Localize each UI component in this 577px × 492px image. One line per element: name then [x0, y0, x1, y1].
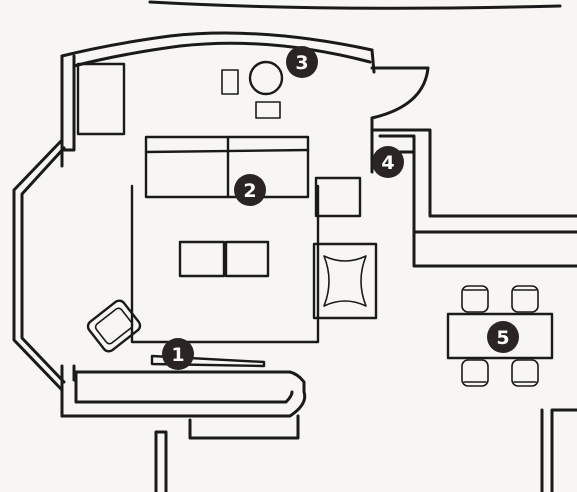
small-box	[221, 69, 239, 95]
walls	[12, 0, 577, 492]
right-wall	[370, 116, 577, 218]
top-wall-fragment	[148, 0, 562, 10]
living-top-wall-inner	[72, 41, 372, 68]
right-wall-inner	[378, 134, 577, 268]
chair-bottom-left	[461, 359, 489, 387]
door-swing	[370, 66, 430, 120]
bottom-passage	[154, 430, 168, 492]
right-wall-post	[398, 150, 416, 162]
left-wall-lower	[60, 364, 76, 418]
floor-lamp	[150, 354, 266, 368]
marker-1: 1	[162, 338, 194, 370]
bottom-right-passage	[540, 408, 577, 492]
marker-3-label: 3	[295, 52, 308, 74]
dining-table	[446, 312, 554, 360]
bay-window	[12, 138, 64, 392]
armchair	[312, 242, 378, 320]
living-top-wall	[60, 31, 374, 58]
coffee-table-left	[178, 240, 226, 278]
bay-window-inner	[20, 146, 66, 384]
marker-5: 5	[487, 321, 519, 353]
side-table	[314, 176, 362, 218]
marker-2-label: 2	[243, 180, 256, 202]
marker-3: 3	[286, 46, 318, 78]
chair-bottom-right	[511, 359, 539, 387]
sofa	[144, 135, 310, 199]
swivel-chair	[86, 299, 142, 353]
bottom-counter	[60, 370, 307, 418]
marker-4: 4	[372, 146, 404, 178]
bottom-counter-inner	[188, 414, 300, 440]
round-table	[248, 60, 284, 96]
armchair-cushion	[323, 255, 367, 307]
chair-top-right	[511, 285, 539, 313]
living-room	[76, 60, 378, 368]
rug	[130, 184, 320, 344]
dining-set	[446, 285, 554, 387]
shelf	[76, 62, 126, 136]
small-tray	[255, 101, 281, 119]
left-wall-upper	[60, 54, 76, 168]
marker-1-label: 1	[171, 344, 184, 366]
marker-5-label: 5	[496, 327, 509, 349]
chair-top-left	[461, 285, 489, 313]
marker-2: 2	[234, 174, 266, 206]
marker-4-label: 4	[381, 152, 394, 174]
coffee-table-right	[224, 240, 270, 278]
